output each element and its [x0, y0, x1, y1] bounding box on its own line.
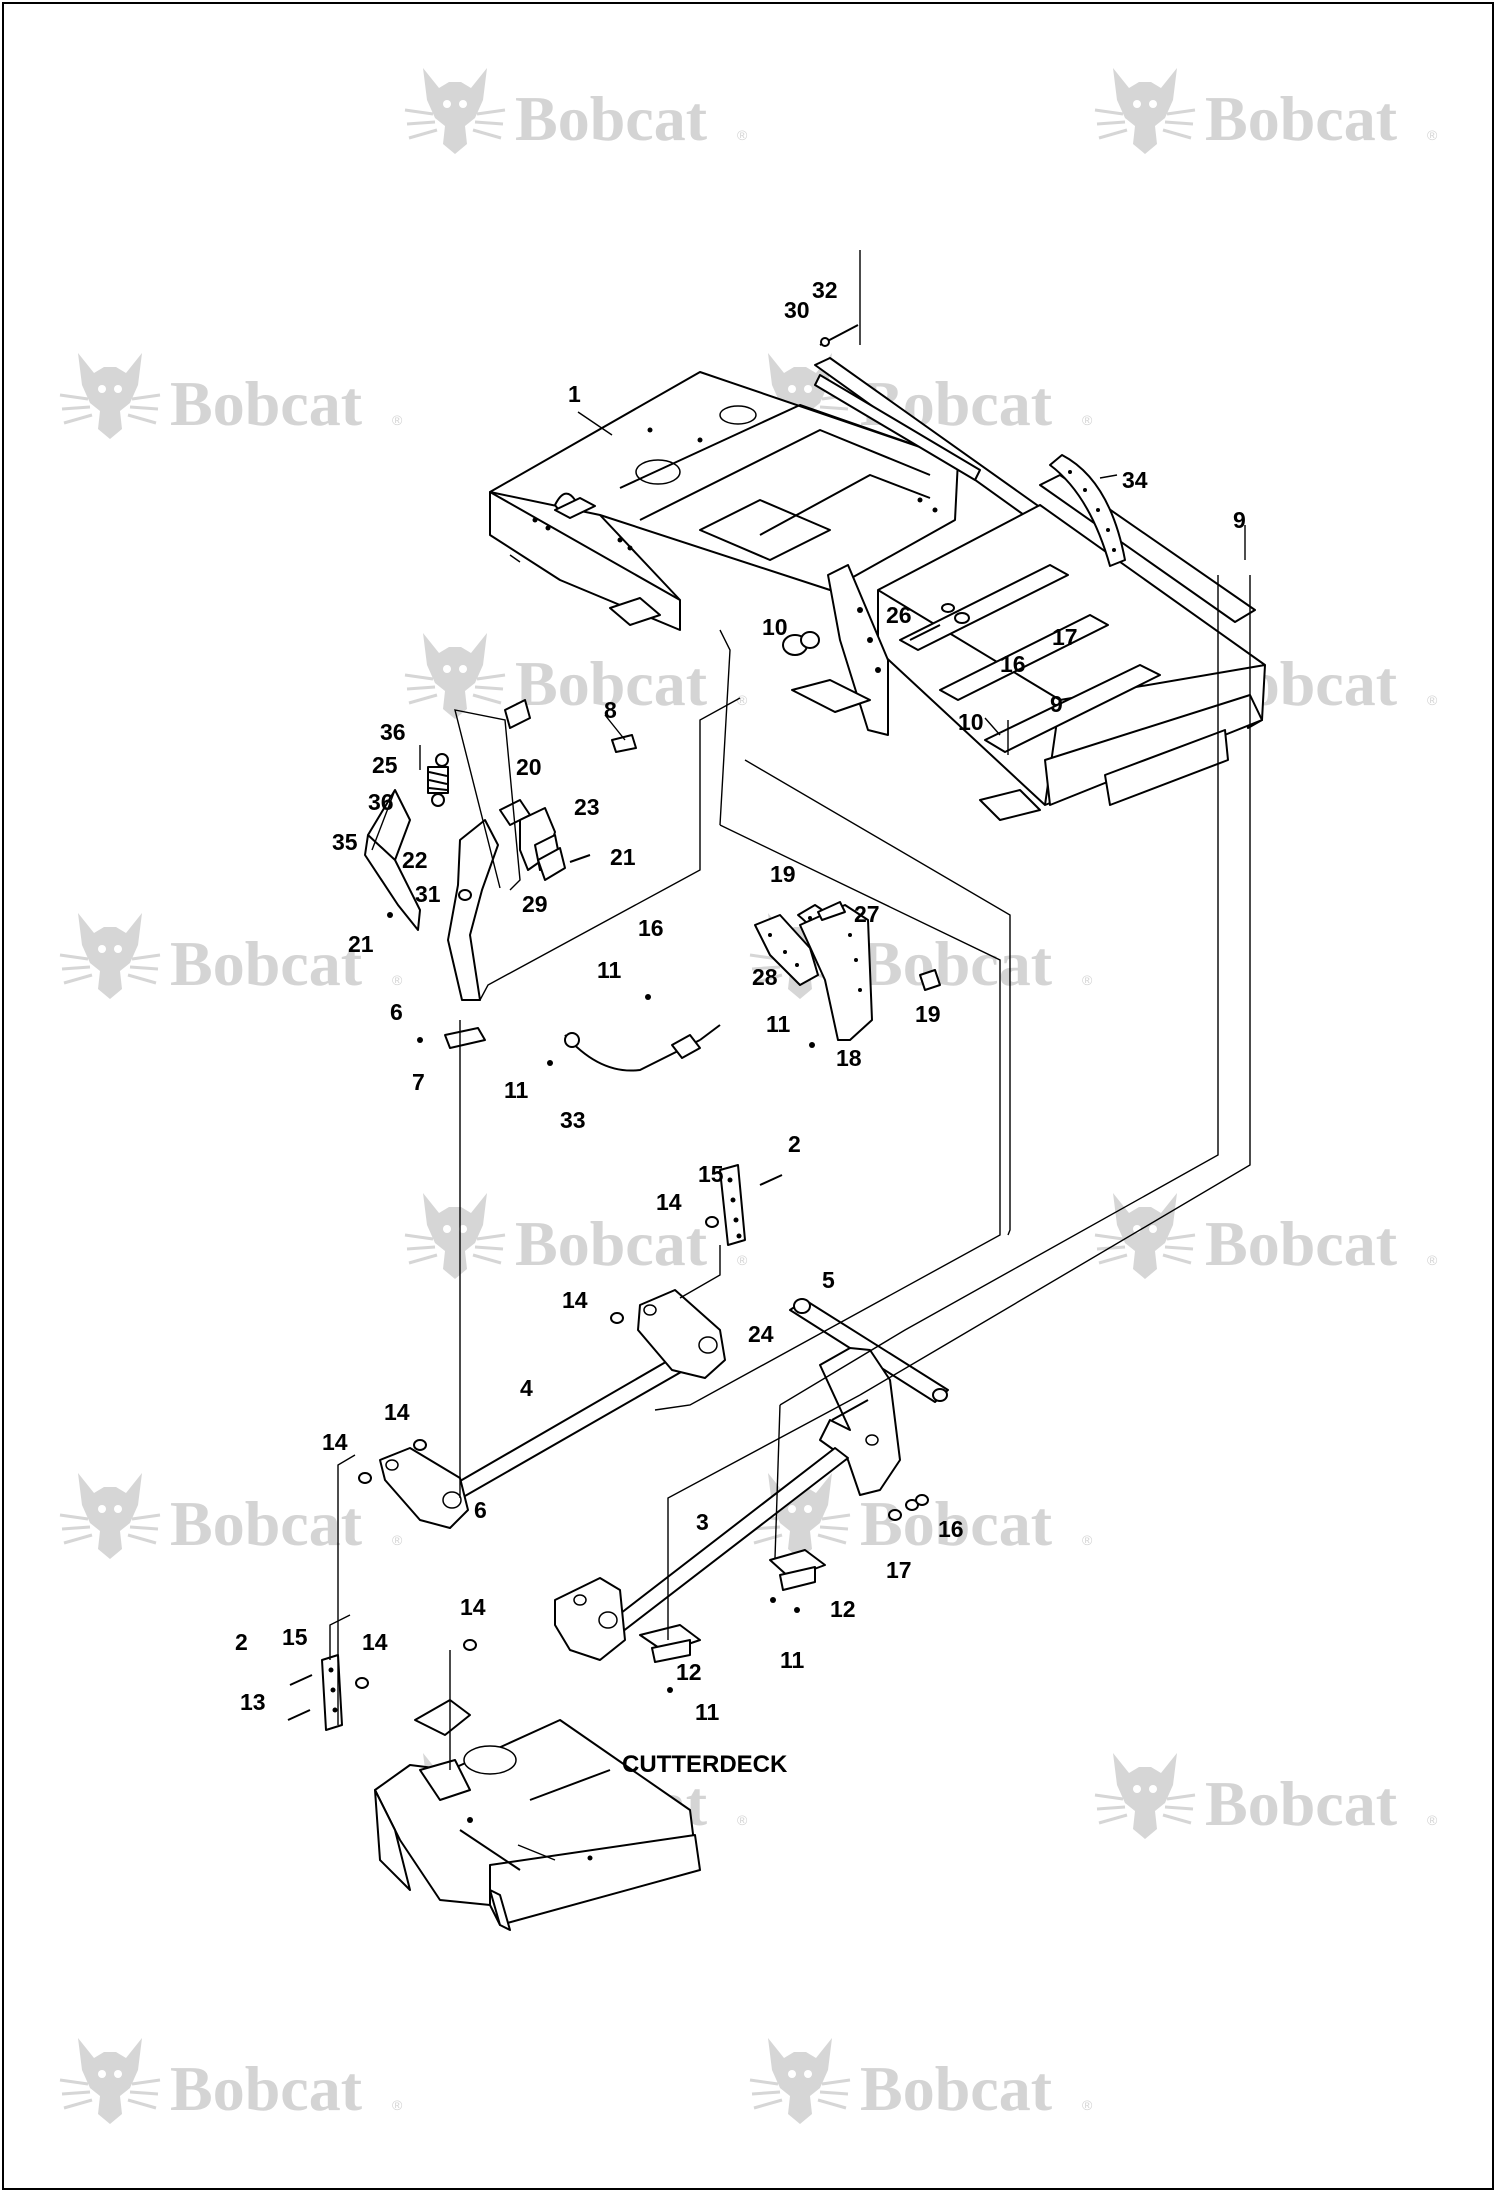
watermark-text: Bobcat — [1205, 1768, 1398, 1839]
callout-17: 17 — [1052, 624, 1078, 650]
callout-19: 19 — [915, 1001, 941, 1027]
callout-2: 2 — [788, 1131, 801, 1157]
callout-11: 11 — [695, 1699, 720, 1725]
callout-36: 36 — [368, 789, 394, 815]
callout-11: 11 — [766, 1011, 791, 1037]
svg-text:®: ® — [1427, 127, 1438, 143]
callout-13: 13 — [240, 1689, 266, 1715]
callout-23: 23 — [574, 794, 600, 820]
callout-32: 32 — [812, 277, 838, 303]
callout-3: 3 — [696, 1509, 709, 1535]
part-callouts: 1 30 32 34 9 10 26 17 16 9 10 8 36 25 36… — [235, 277, 1246, 1778]
watermark-text: Bobcat — [860, 1488, 1053, 1559]
watermark-layer: Bobcat® Bobcat® Bobcat® Bobcat® Bobcat® … — [58, 66, 1438, 2126]
svg-text:®: ® — [1082, 1532, 1093, 1548]
callout-31: 31 — [415, 881, 441, 907]
callout-9: 9 — [1050, 691, 1063, 717]
callout-28: 28 — [752, 964, 778, 990]
svg-text:®: ® — [1427, 1812, 1438, 1828]
callout-5: 5 — [822, 1267, 835, 1293]
callout-19: 19 — [770, 861, 796, 887]
callout-14: 14 — [562, 1287, 588, 1313]
svg-text:®: ® — [1082, 2097, 1093, 2113]
callout-22: 22 — [402, 847, 428, 873]
callout-11: 11 — [504, 1077, 529, 1103]
svg-text:®: ® — [392, 972, 403, 988]
height-adjust-assembly — [547, 901, 941, 1072]
callout-14: 14 — [384, 1399, 410, 1425]
callout-20: 20 — [516, 754, 542, 780]
callout-34: 34 — [1122, 467, 1148, 493]
watermark-text: Bobcat — [515, 648, 708, 719]
callout-11: 11 — [597, 957, 622, 983]
deck-lift-arms — [287, 1164, 949, 1731]
watermark-text: Bobcat — [1205, 1208, 1398, 1279]
callout-9: 9 — [1233, 507, 1246, 533]
callout-33: 33 — [560, 1107, 586, 1133]
watermark-text: Bobcat — [515, 1208, 708, 1279]
callout-21: 21 — [610, 844, 636, 870]
leader-lines — [329, 250, 1251, 1861]
watermark-text: Bobcat — [860, 2053, 1053, 2124]
callout-30: 30 — [784, 297, 810, 323]
svg-text:®: ® — [737, 1252, 748, 1268]
svg-text:®: ® — [737, 127, 748, 143]
svg-text:®: ® — [392, 2097, 403, 2113]
callout-2: 2 — [235, 1629, 248, 1655]
svg-text:®: ® — [737, 692, 748, 708]
callout-11: 11 — [780, 1647, 805, 1673]
svg-text:®: ® — [1082, 412, 1093, 428]
callout-7: 7 — [412, 1069, 425, 1095]
watermark-text: Bobcat — [515, 83, 708, 154]
callout-12: 12 — [830, 1596, 856, 1622]
callout-27: 27 — [854, 901, 880, 927]
callout-4: 4 — [520, 1375, 533, 1401]
svg-text:®: ® — [1427, 1252, 1438, 1268]
watermark-text: Bobcat — [1205, 83, 1398, 154]
cutterdeck — [374, 1699, 701, 1931]
lift-lever-assembly — [364, 699, 637, 1049]
callout-15: 15 — [698, 1161, 724, 1187]
cutterdeck-label: CUTTERDECK — [622, 1751, 788, 1778]
watermark-text: Bobcat — [170, 2053, 363, 2124]
svg-text:®: ® — [392, 1532, 403, 1548]
callout-21: 21 — [348, 931, 374, 957]
callout-16: 16 — [938, 1516, 964, 1542]
watermark-text: Bobcat — [170, 1488, 363, 1559]
watermark-text: Bobcat — [170, 928, 363, 999]
callout-15: 15 — [282, 1624, 308, 1650]
svg-text:®: ® — [392, 412, 403, 428]
callout-6: 6 — [390, 999, 403, 1025]
callout-1: 1 — [568, 381, 581, 407]
callout-36: 36 — [380, 719, 406, 745]
callout-16: 16 — [1000, 651, 1026, 677]
callout-10: 10 — [762, 614, 788, 640]
callout-12: 12 — [676, 1659, 702, 1685]
callout-14: 14 — [362, 1629, 388, 1655]
callout-16: 16 — [638, 915, 664, 941]
callout-10: 10 — [958, 709, 984, 735]
callout-17: 17 — [886, 1557, 912, 1583]
callout-8: 8 — [604, 697, 617, 723]
callout-35: 35 — [332, 829, 358, 855]
svg-text:®: ® — [1427, 692, 1438, 708]
watermark-text: Bobcat — [170, 368, 363, 439]
svg-text:®: ® — [737, 1812, 748, 1828]
callout-24: 24 — [748, 1321, 774, 1347]
callout-14: 14 — [322, 1429, 348, 1455]
callout-29: 29 — [522, 891, 548, 917]
svg-text:®: ® — [1082, 972, 1093, 988]
main-frame — [489, 324, 1266, 821]
callout-6: 6 — [474, 1497, 487, 1523]
callout-14: 14 — [656, 1189, 682, 1215]
callout-14: 14 — [460, 1594, 486, 1620]
callout-18: 18 — [836, 1045, 862, 1071]
callout-26: 26 — [886, 602, 912, 628]
callout-25: 25 — [372, 752, 398, 778]
watermark-text: Bobcat — [860, 928, 1053, 999]
